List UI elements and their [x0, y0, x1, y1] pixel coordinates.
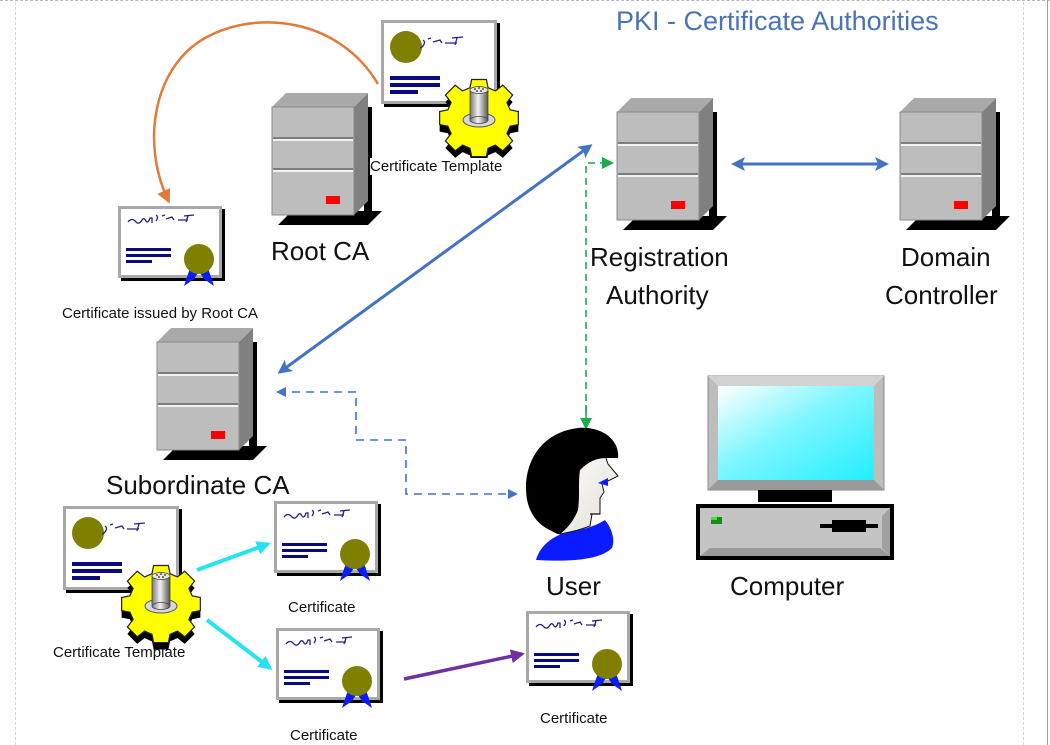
orange-issue-arrow	[152, 21, 380, 204]
sub-certificate-2-label: Certificate	[290, 727, 358, 744]
root-issued-certificate-label: Certificate issued by Root CA	[62, 305, 258, 322]
template-cert2-arrow	[205, 618, 273, 670]
sub-certificate-1-label: Certificate	[288, 599, 356, 616]
root-issued-certificate-icon[interactable]	[117, 205, 226, 287]
page-top-ruler	[0, 0, 1050, 3]
root-ca-server-icon[interactable]	[271, 92, 383, 226]
sub-certificate-template-label: Certificate Template	[53, 644, 186, 661]
page-right-edge	[1047, 0, 1048, 745]
registration-authority-server-icon[interactable]	[616, 97, 728, 231]
root-certificate-template-label: Certificate Template	[370, 158, 503, 175]
desktop-computer-icon[interactable]	[696, 375, 894, 560]
ra-subca-arrow	[277, 144, 593, 374]
domain-controller-label-line2: Controller	[885, 280, 998, 310]
user-certificate-label: Certificate	[540, 710, 608, 727]
sub-certificate-1-icon[interactable]	[273, 500, 382, 582]
domain-controller-server-icon[interactable]	[899, 97, 1011, 231]
sub-certificate-template-icon[interactable]	[62, 505, 202, 651]
user-certificate-icon[interactable]	[525, 610, 634, 692]
root-ca-label: Root CA	[271, 236, 370, 266]
root-certificate-template-icon[interactable]	[380, 19, 520, 165]
subordinate-ca-label: Subordinate CA	[106, 470, 290, 500]
registration-authority-label-line1: Registration	[590, 242, 729, 272]
page-title: PKI - Certificate Authorities	[616, 6, 939, 36]
left-margin-guide	[15, 2, 16, 745]
cert-user-cert-arrow	[403, 649, 525, 681]
sub-certificate-2-icon[interactable]	[275, 627, 384, 709]
user-label: User	[546, 571, 601, 601]
domain-controller-label-line1: Domain	[901, 242, 991, 272]
user-ra-dashed-arrow	[585, 157, 614, 425]
computer-label: Computer	[730, 571, 845, 601]
registration-authority-label-line2: Authority	[606, 280, 709, 310]
subca-user-dashed-arrow	[276, 387, 518, 499]
template-cert1-arrow	[196, 541, 271, 572]
user-head-icon[interactable]	[526, 427, 619, 561]
right-margin-guide	[1023, 2, 1024, 745]
subordinate-ca-server-icon[interactable]	[156, 327, 268, 461]
